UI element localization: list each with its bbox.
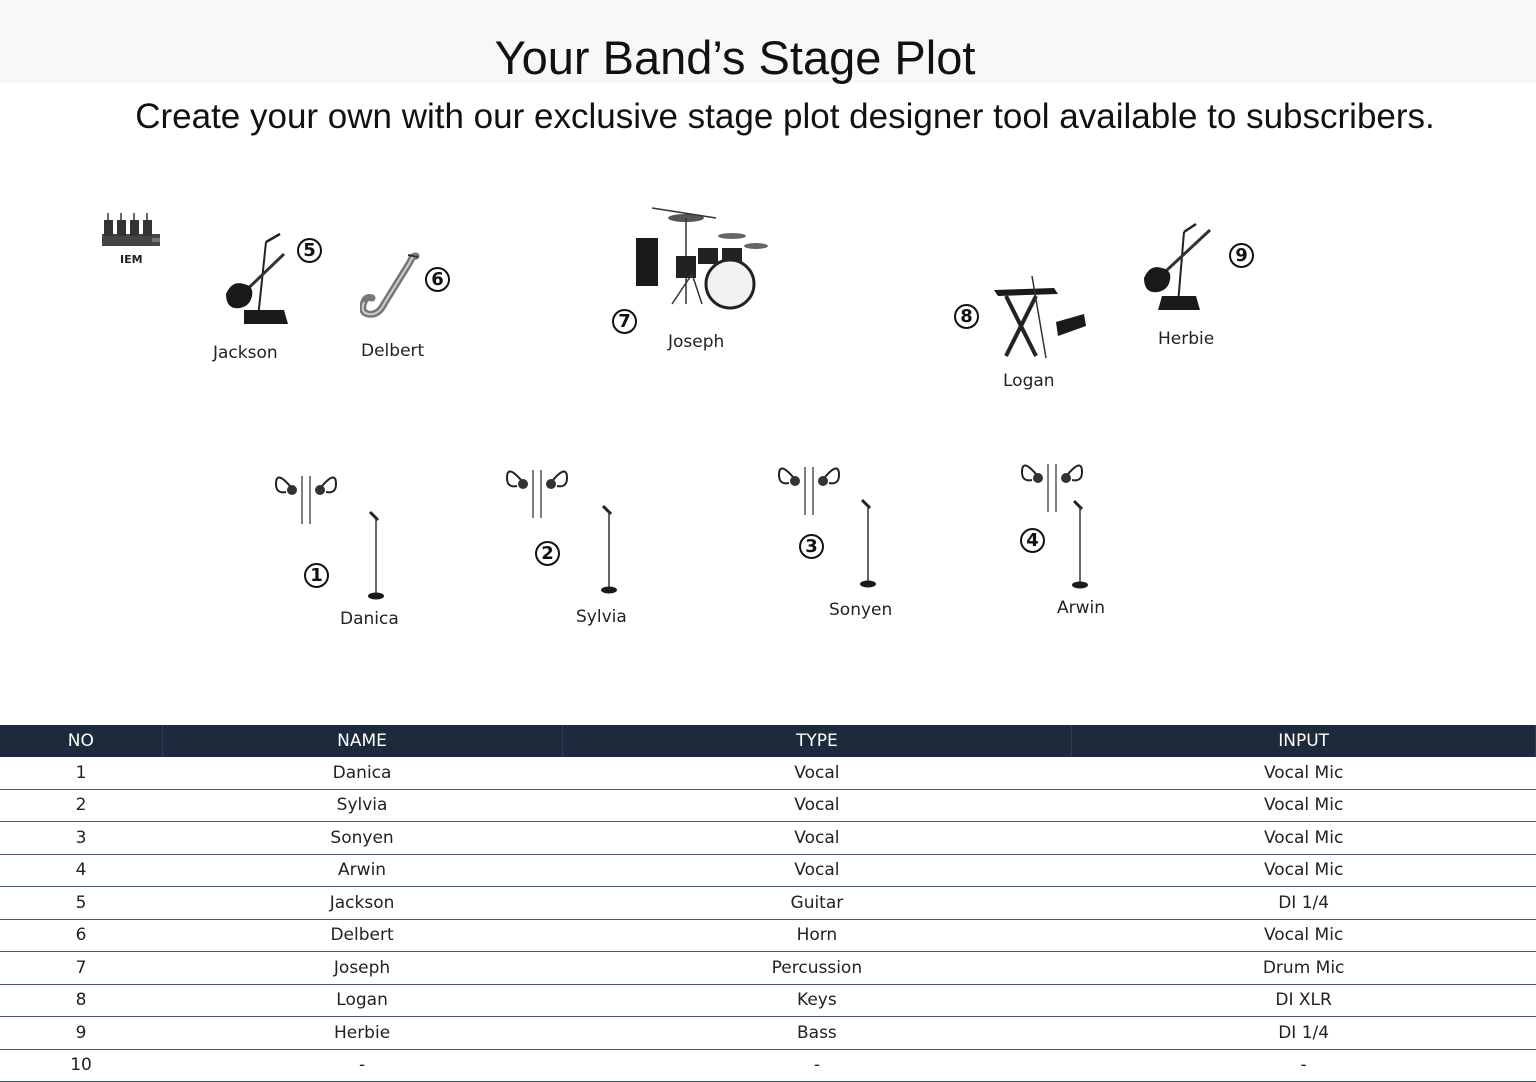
vocal-mic-stand-icon bbox=[1068, 495, 1092, 595]
musician-number: 6 bbox=[425, 267, 450, 292]
column-header-input: INPUT bbox=[1071, 725, 1536, 757]
musician-name: Herbie bbox=[1158, 329, 1215, 349]
musician-name: Jackson bbox=[213, 343, 278, 363]
table-row: 10--- bbox=[0, 1049, 1536, 1082]
cell-input: DI XLR bbox=[1071, 984, 1536, 1017]
musician-number: 3 bbox=[799, 534, 824, 559]
cell-input: DI 1/4 bbox=[1071, 886, 1536, 920]
cell-type: Keys bbox=[562, 984, 1072, 1017]
cell-name: Danica bbox=[162, 757, 563, 790]
column-header-name: NAME bbox=[162, 725, 563, 757]
cell-name: Delbert bbox=[162, 919, 563, 952]
cell-name: - bbox=[162, 1049, 563, 1082]
cell-type: Vocal bbox=[562, 854, 1072, 887]
cell-no: 3 bbox=[0, 821, 163, 855]
musician-number: 5 bbox=[297, 238, 322, 263]
cell-type: Guitar bbox=[562, 886, 1072, 920]
musician-name: Danica bbox=[340, 609, 399, 629]
cell-type: Bass bbox=[562, 1016, 1072, 1050]
musician-number: 4 bbox=[1020, 528, 1045, 553]
cell-no: 9 bbox=[0, 1016, 163, 1050]
in-ear-monitor-icon bbox=[505, 462, 569, 524]
cell-name: Logan bbox=[162, 984, 563, 1017]
cell-type: - bbox=[562, 1049, 1072, 1082]
cell-input: Vocal Mic bbox=[1071, 757, 1536, 790]
bass-guitar-icon bbox=[1142, 222, 1218, 318]
cell-type: Vocal bbox=[562, 789, 1072, 822]
cell-no: 4 bbox=[0, 854, 163, 887]
cell-input: - bbox=[1071, 1049, 1536, 1082]
cell-input: Vocal Mic bbox=[1071, 821, 1536, 855]
cell-input: Vocal Mic bbox=[1071, 919, 1536, 952]
cell-no: 2 bbox=[0, 789, 163, 822]
cell-no: 8 bbox=[0, 984, 163, 1017]
musician-number: 9 bbox=[1229, 243, 1254, 268]
musician-name: Sylvia bbox=[576, 607, 627, 627]
musician-number: 8 bbox=[954, 304, 979, 329]
cell-type: Percussion bbox=[562, 951, 1072, 985]
vocal-mic-stand-icon bbox=[364, 506, 388, 606]
cell-name: Joseph bbox=[162, 951, 563, 985]
cell-no: 7 bbox=[0, 951, 163, 985]
column-header-type: TYPE bbox=[562, 725, 1073, 757]
table-header-row: NO NAME TYPE INPUT bbox=[0, 725, 1536, 757]
stage-plot: IEM 5 Jackson 6 Delbert bbox=[0, 150, 1536, 710]
cell-input: Vocal Mic bbox=[1071, 789, 1536, 822]
musician-name: Logan bbox=[1003, 371, 1055, 391]
musician-name: Joseph bbox=[668, 332, 725, 352]
musician-name: Delbert bbox=[361, 341, 425, 361]
page-subtitle: Create your own with our exclusive stage… bbox=[135, 97, 1435, 136]
page-title: Your Band’s Stage Plot bbox=[494, 31, 976, 84]
cell-name: Sylvia bbox=[162, 789, 563, 822]
saxophone-icon bbox=[359, 252, 422, 326]
in-ear-monitor-icon bbox=[274, 468, 338, 530]
musician-number: 1 bbox=[304, 563, 329, 588]
iem-label: IEM bbox=[120, 253, 143, 266]
musician-name: Sonyen bbox=[829, 600, 893, 620]
cell-name: Herbie bbox=[162, 1016, 563, 1050]
vocal-mic-stand-icon bbox=[856, 494, 880, 594]
cell-name: Jackson bbox=[162, 886, 563, 920]
vocal-mic-stand-icon bbox=[597, 500, 621, 600]
cell-input: DI 1/4 bbox=[1071, 1016, 1536, 1050]
cell-no: 10 bbox=[0, 1049, 163, 1082]
cell-input: Vocal Mic bbox=[1071, 854, 1536, 887]
musician-number: 7 bbox=[612, 309, 637, 334]
cell-name: Sonyen bbox=[162, 821, 563, 855]
musician-name: Arwin bbox=[1057, 598, 1106, 618]
iem-rack-icon: IEM bbox=[100, 212, 162, 266]
cell-no: 1 bbox=[0, 757, 163, 790]
cell-no: 5 bbox=[0, 886, 163, 920]
in-ear-monitor-icon bbox=[777, 459, 841, 521]
column-header-no: NO bbox=[0, 725, 163, 757]
cell-type: Vocal bbox=[562, 757, 1072, 790]
cell-name: Arwin bbox=[162, 854, 563, 887]
keyboard-icon bbox=[992, 272, 1088, 368]
in-ear-monitor-icon bbox=[1020, 456, 1084, 518]
cell-input: Drum Mic bbox=[1071, 951, 1536, 985]
electric-guitar-icon bbox=[222, 232, 292, 332]
cell-type: Horn bbox=[562, 919, 1072, 952]
cell-no: 6 bbox=[0, 919, 163, 952]
musician-number: 2 bbox=[535, 541, 560, 566]
drum-kit-icon bbox=[632, 204, 772, 318]
cell-type: Vocal bbox=[562, 821, 1072, 855]
title-band bbox=[0, 0, 1536, 83]
